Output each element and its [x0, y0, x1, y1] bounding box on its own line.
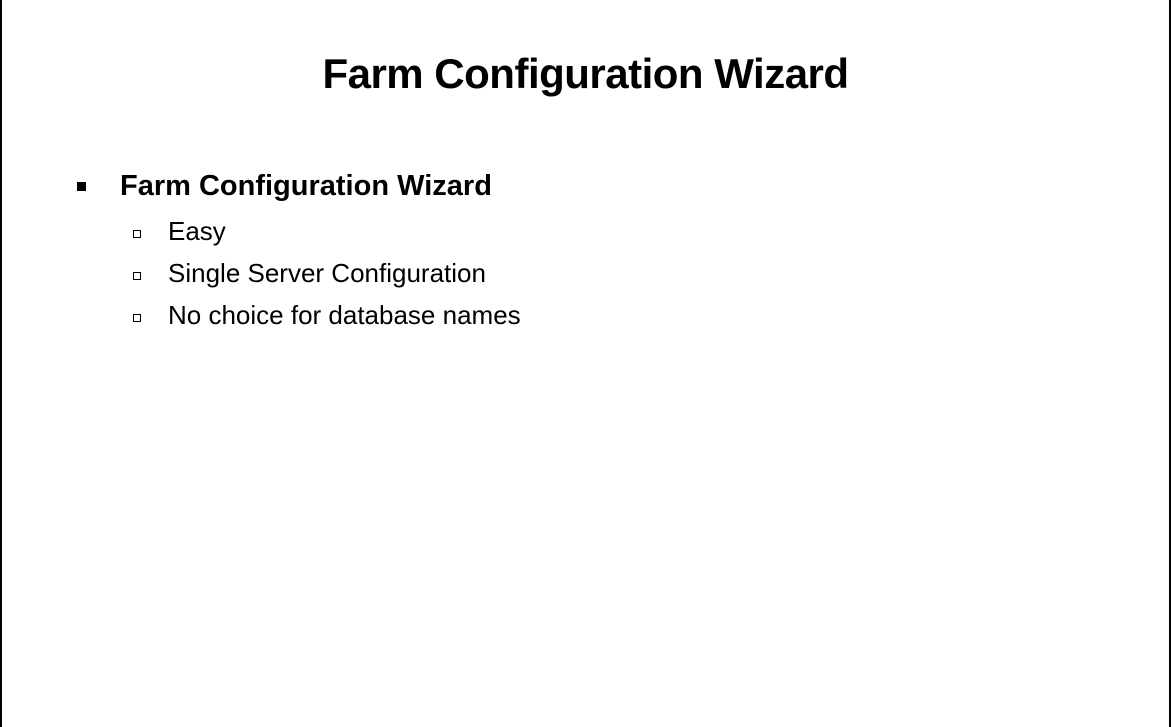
- hollow-square-bullet-icon: [133, 230, 141, 238]
- sub-bullet-item: Single Server Configuration: [133, 252, 521, 294]
- bullet-list: Farm Configuration Wizard: [74, 166, 492, 206]
- sub-bullet-item: Easy: [133, 210, 521, 252]
- bullet-item: Farm Configuration Wizard: [74, 166, 492, 206]
- sub-bullet-item: No choice for database names: [133, 294, 521, 336]
- slide-title: Farm Configuration Wizard: [322, 50, 849, 97]
- sub-bullet-list: Easy Single Server Configuration No choi…: [133, 210, 521, 336]
- hollow-square-bullet-icon: [133, 314, 141, 322]
- hollow-square-bullet-icon: [133, 272, 141, 280]
- sub-bullet-text: Easy: [168, 216, 226, 246]
- sub-bullet-text: No choice for database names: [168, 300, 521, 330]
- bullet-text: Farm Configuration Wizard: [120, 170, 492, 202]
- filled-square-bullet-icon: [77, 181, 86, 191]
- sub-bullet-text: Single Server Configuration: [168, 258, 486, 288]
